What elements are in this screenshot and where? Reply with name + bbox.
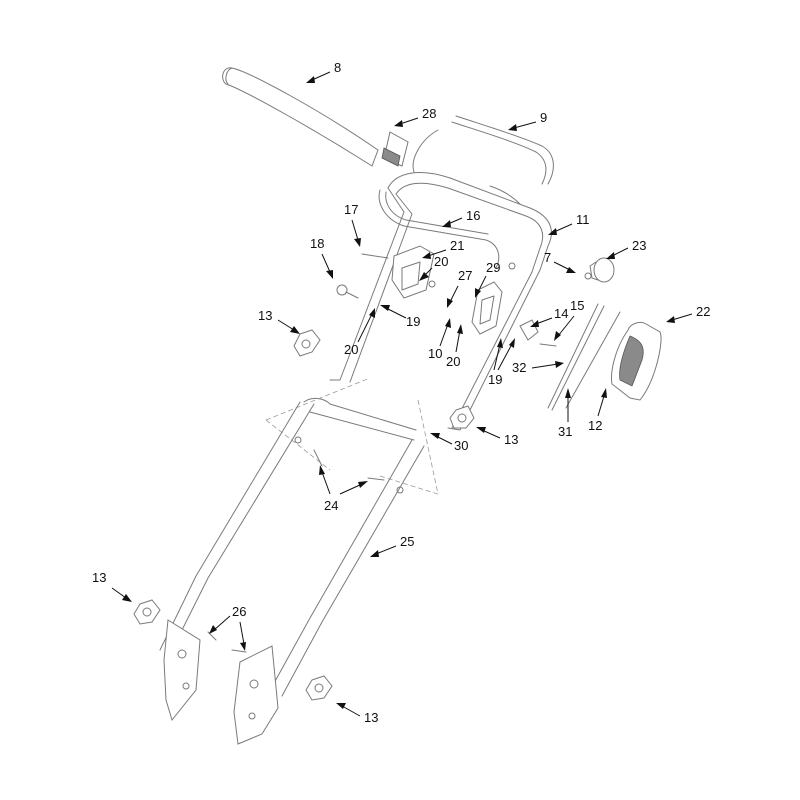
callout-label: 30 <box>454 438 468 453</box>
callout-20-b: 20 <box>344 308 375 357</box>
callout-label: 7 <box>544 250 551 265</box>
callout-label: 11 <box>576 212 590 227</box>
callout-label: 20 <box>434 254 448 269</box>
callout-28: 28 <box>394 106 436 127</box>
cables <box>547 303 621 411</box>
callout-32: 32 <box>512 360 564 375</box>
callout-25: 25 <box>370 534 414 557</box>
callout-30: 30 <box>430 433 468 453</box>
callout-label: 15 <box>570 298 584 313</box>
callout-label: 29 <box>486 260 500 275</box>
callout-label: 21 <box>450 238 464 253</box>
callout-29: 29 <box>475 260 500 298</box>
end-cap <box>589 257 615 283</box>
callout-26: 26 <box>209 604 246 651</box>
callout-label: 13 <box>92 570 106 585</box>
callout-22: 22 <box>666 304 710 323</box>
callout-label: 16 <box>466 208 480 223</box>
callout-label: 19 <box>488 372 502 387</box>
callout-label: 22 <box>696 304 710 319</box>
callout-label: 8 <box>334 60 341 75</box>
callout-label: 19 <box>406 314 420 329</box>
cable-clip <box>381 131 409 167</box>
callout-15: 15 <box>554 298 584 341</box>
callout-23: 23 <box>606 238 646 259</box>
callout-20-a: 20 <box>419 254 448 281</box>
knob-13-c <box>133 599 161 625</box>
upper-handle <box>329 172 552 431</box>
callout-13-a: 13 <box>258 308 300 334</box>
callout-label: 12 <box>588 418 602 433</box>
control-box-left <box>391 245 435 299</box>
callout-13-d: 13 <box>336 703 378 725</box>
grass-bag-handle <box>611 321 662 401</box>
bail-bar <box>378 189 500 269</box>
callout-31: 31 <box>558 388 572 439</box>
callout-19-b: 19 <box>488 338 515 387</box>
callout-20-c: 20 <box>446 324 463 369</box>
callout-label: 25 <box>400 534 414 549</box>
callout-13-b: 13 <box>476 427 518 447</box>
callout-label: 23 <box>632 238 646 253</box>
callout-12: 12 <box>588 388 607 433</box>
callout-11: 11 <box>548 212 590 235</box>
callout-label: 9 <box>540 110 547 125</box>
callout-label: 28 <box>422 106 436 121</box>
callout-label: 10 <box>428 346 442 361</box>
lower-handle <box>159 401 425 697</box>
callout-label: 13 <box>258 308 272 323</box>
callout-label: 24 <box>324 498 338 513</box>
callout-16: 16 <box>442 208 480 227</box>
callout-19-a: 19 <box>380 305 420 329</box>
callout-label: 18 <box>310 236 324 251</box>
callout-label: 26 <box>232 604 246 619</box>
callout-10: 10 <box>428 318 451 361</box>
callout-8: 8 <box>306 60 341 83</box>
callout-label: 20 <box>446 354 460 369</box>
callout-7: 7 <box>544 250 576 273</box>
callout-21: 21 <box>422 238 464 259</box>
cable-bracket <box>412 115 554 185</box>
callout-label: 32 <box>512 360 526 375</box>
knob-13-a <box>293 329 321 357</box>
callout-label: 20 <box>344 342 358 357</box>
knob-13-b <box>449 405 475 429</box>
callout-label: 31 <box>558 424 572 439</box>
callout-label: 17 <box>344 202 358 217</box>
callout-label: 13 <box>504 432 518 447</box>
callout-13-c: 13 <box>92 570 132 602</box>
knob-13-d <box>305 675 333 701</box>
callout-18: 18 <box>310 236 333 279</box>
callout-17: 17 <box>344 202 361 247</box>
lower-bracket-right <box>233 645 279 745</box>
callout-9: 9 <box>508 110 547 131</box>
mid-crossbar <box>265 377 439 495</box>
callout-24: 24 <box>319 465 368 513</box>
callout-label: 13 <box>364 710 378 725</box>
callout-label: 27 <box>458 268 472 283</box>
foam-grip <box>222 67 379 167</box>
callout-27: 27 <box>447 268 472 308</box>
callout-label: 14 <box>554 306 568 321</box>
control-box-right <box>471 281 503 335</box>
lower-bracket-left <box>163 619 201 722</box>
callout-14: 14 <box>530 306 568 327</box>
